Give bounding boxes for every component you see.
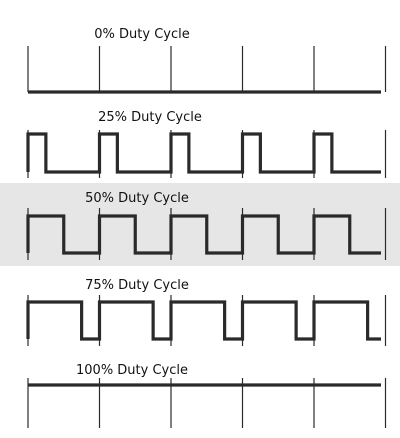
panel-100: 100% Duty Cycle [27, 363, 387, 428]
panel-label: 0% Duty Cycle [94, 27, 189, 42]
waveform [26, 214, 381, 255]
panel-50: 50% Duty Cycle [26, 191, 387, 260]
tick-marks [27, 46, 387, 92]
panel-25: 25% Duty Cycle [26, 110, 387, 178]
panel-label: 75% Duty Cycle [85, 278, 189, 293]
panel-0: 0% Duty Cycle [27, 27, 387, 94]
waveform [26, 132, 381, 174]
panel-label: 100% Duty Cycle [76, 363, 188, 378]
panel-label: 50% Duty Cycle [85, 191, 189, 206]
panel-label: 25% Duty Cycle [98, 110, 202, 125]
highlight-band [0, 183, 400, 266]
panel-75: 75% Duty Cycle [26, 278, 387, 346]
waveform [26, 300, 381, 341]
